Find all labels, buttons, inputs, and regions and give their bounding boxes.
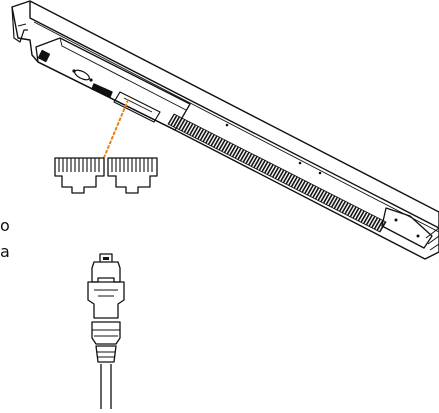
plug-head	[91, 261, 121, 283]
plug-latch	[99, 253, 113, 262]
screw	[225, 123, 229, 127]
port-hdmi	[91, 83, 113, 98]
plug-clip	[87, 281, 125, 319]
port-square	[37, 49, 51, 63]
panel-edge-line	[29, 1, 439, 229]
vent-grille	[167, 113, 387, 233]
right-fins	[425, 227, 439, 251]
access-plate	[381, 207, 433, 249]
rj45-jack-right	[107, 157, 158, 194]
jack-pins-right	[111, 158, 153, 172]
display-panel	[11, 0, 439, 260]
plug-strain-relief	[95, 345, 117, 363]
screw	[318, 171, 322, 175]
plug-boot	[91, 321, 121, 345]
screw	[298, 161, 302, 165]
panel-inner-line	[33, 21, 439, 233]
rj45-jack-left	[54, 157, 105, 194]
cropped-text-bottom: a	[0, 242, 10, 261]
cable	[100, 364, 112, 409]
cropped-text-top: o	[0, 216, 10, 235]
jack-pins-left	[58, 158, 100, 172]
port-housing	[35, 37, 191, 131]
port-oval	[74, 69, 90, 81]
leader-line	[102, 99, 129, 161]
panel-left-cap	[11, 6, 28, 43]
port-rj45-window	[113, 91, 161, 123]
rj45-cable-plug	[87, 253, 125, 409]
dual-rj45-jack	[54, 157, 158, 194]
